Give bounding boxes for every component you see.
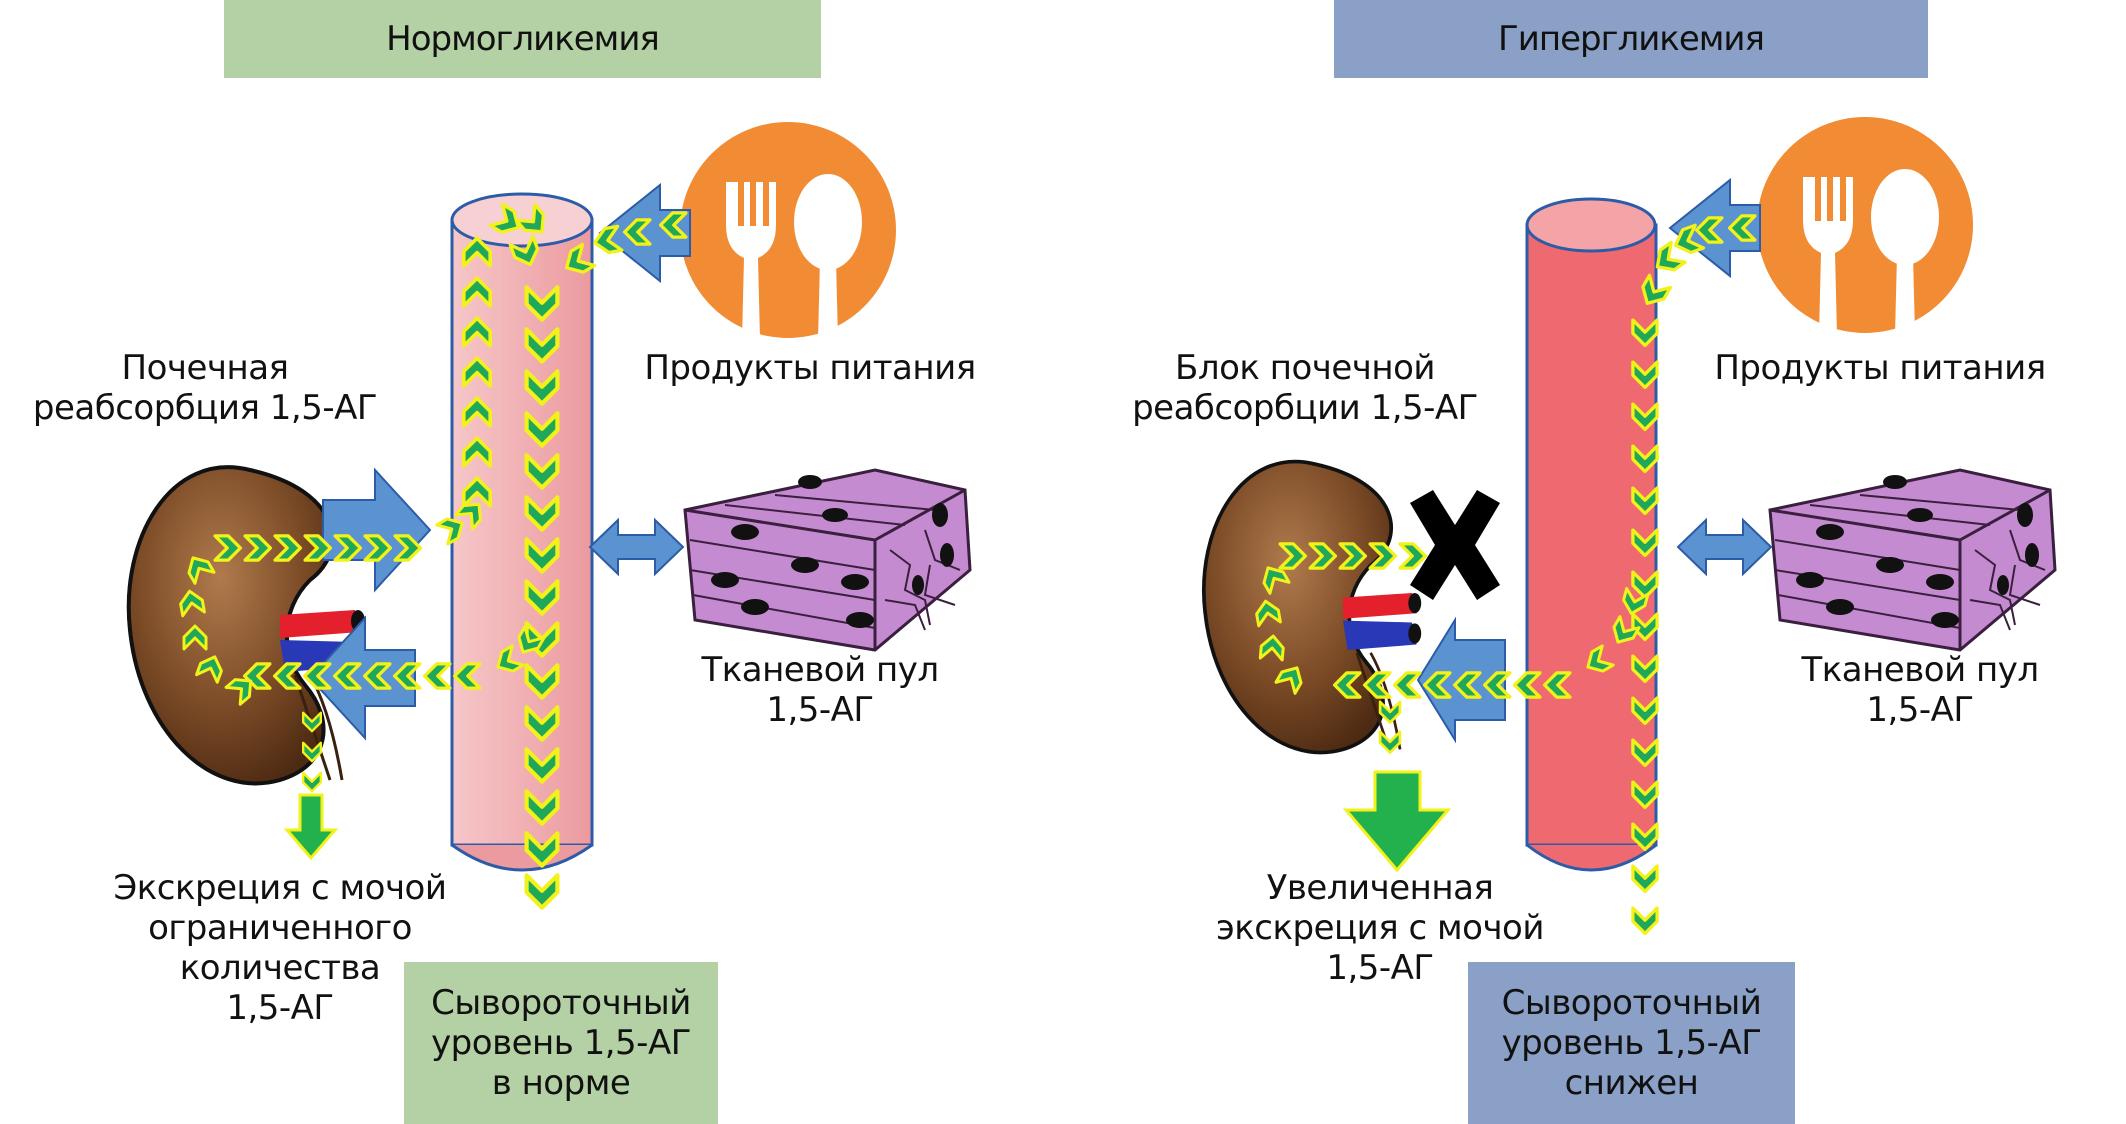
chevron-icon xyxy=(422,662,452,690)
chevron-icon xyxy=(1631,906,1659,936)
food-label: Продукты питания xyxy=(644,348,976,388)
fork-spoon-icon xyxy=(680,122,896,340)
chevron-icon xyxy=(1398,542,1428,570)
kidney-block-label: Блок почечной реабсорбции 1,5-АГ xyxy=(1132,348,1478,428)
chevron-icon xyxy=(302,771,322,793)
kidney-reabsorption-label: Почечная реабсорбция 1,5-АГ xyxy=(32,348,378,428)
fork-spoon-icon xyxy=(1757,117,1973,335)
header-normoglycemia: Нормогликемия xyxy=(224,0,821,78)
food-label: Продукты питания xyxy=(1714,348,2046,388)
filtration-arrow-icon xyxy=(308,615,416,741)
chevron-icon xyxy=(1378,730,1402,754)
chevron-icon xyxy=(1392,671,1422,699)
serum-level-normal-box: Сывороточный уровень 1,5-АГ в норме xyxy=(404,962,718,1124)
tissue-exchange-arrow-icon xyxy=(1676,517,1773,577)
serum-level-reduced-box: Сывороточный уровень 1,5-АГ снижен xyxy=(1468,962,1795,1124)
tissue-block-icon xyxy=(1768,468,2057,652)
header-hyperglycemia-text: Гипергликемия xyxy=(1498,19,1765,59)
tissue-exchange-arrow-icon xyxy=(588,517,685,577)
reabsorption-arrow-icon xyxy=(322,467,432,593)
excretion-arrow-icon xyxy=(283,793,339,861)
block-x-icon xyxy=(1410,490,1500,600)
excretion-arrow-icon xyxy=(1342,770,1452,873)
excretion-label: Экскреция с мочой ограниченного количест… xyxy=(113,868,447,1028)
header-hyperglycemia: Гипергликемия xyxy=(1334,0,1928,78)
chevron-icon xyxy=(527,875,558,907)
chevron-icon xyxy=(1631,864,1659,894)
food-arrow-icon xyxy=(1668,177,1761,279)
excretion-label: Увеличенная экскреция с мочой 1,5-АГ xyxy=(1216,868,1544,988)
tissue-pool-label: Тканевой пул 1,5-АГ xyxy=(701,650,939,730)
header-normoglycemia-text: Нормогликемия xyxy=(386,19,660,59)
tissue-pool-label: Тканевой пул 1,5-АГ xyxy=(1801,650,2039,730)
food-arrow-icon xyxy=(598,182,691,284)
tissue-block-icon xyxy=(683,468,972,652)
